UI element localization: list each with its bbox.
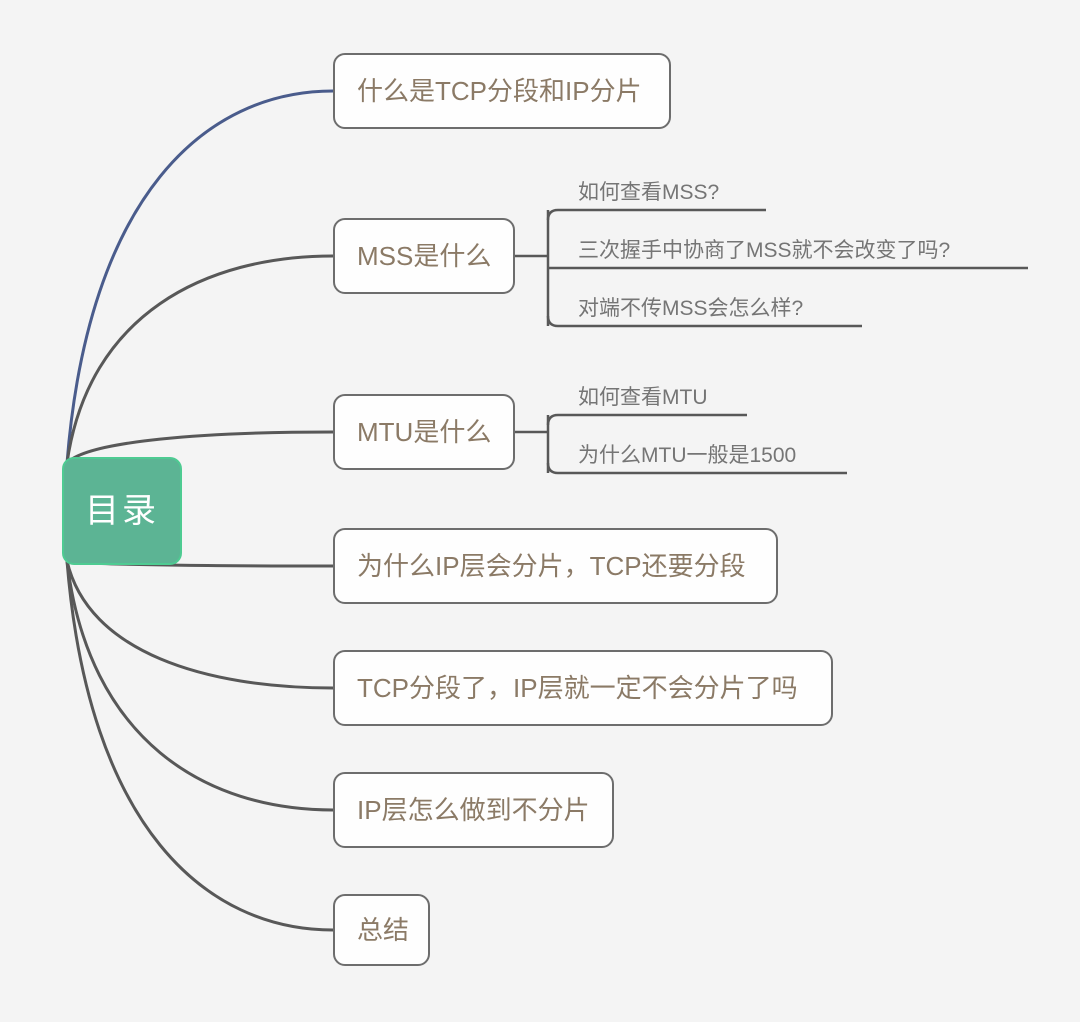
branch-node-label: 总结 <box>357 915 410 945</box>
root-node[interactable]: 目录 <box>62 457 182 565</box>
branch-node-summary[interactable]: 总结 <box>333 894 430 966</box>
sub-item-mss-handshake-change[interactable]: 三次握手中协商了MSS就不会改变了吗? <box>548 236 950 268</box>
branch-node-label: IP层怎么做到不分片 <box>357 795 590 825</box>
branch-node-label: MTU是什么 <box>357 417 492 447</box>
sub-item-label: 三次握手中协商了MSS就不会改变了吗? <box>578 239 951 262</box>
branch-node-why-ip-fragment[interactable]: 为什么IP层会分片，TCP还要分段 <box>333 528 778 604</box>
branch-node-label: 为什么IP层会分片，TCP还要分段 <box>357 551 746 581</box>
underline-mtu-how-to-view <box>546 413 747 426</box>
branch-node-mtu[interactable]: MTU是什么 <box>333 394 515 470</box>
branch-node-tcp-ip-fragment[interactable]: 什么是TCP分段和IP分片 <box>333 53 671 129</box>
sub-item-label: 如何查看MSS? <box>578 181 720 204</box>
branch-node-label: TCP分段了，IP层就一定不会分片了吗 <box>357 673 798 703</box>
edge-root-to-mss <box>65 254 335 465</box>
branch-node-tcp-segmented[interactable]: TCP分段了，IP层就一定不会分片了吗 <box>333 650 833 726</box>
underline-mss-how-to-view <box>546 208 766 221</box>
edge-root-to-tcp-segmented <box>65 559 335 690</box>
branch-node-mss[interactable]: MSS是什么 <box>333 218 515 294</box>
branch-node-label: MSS是什么 <box>357 241 492 271</box>
sub-item-label: 为什么MTU一般是1500 <box>578 444 797 467</box>
sub-item-mss-peer-no-mss[interactable]: 对端不传MSS会怎么样? <box>548 294 803 326</box>
sub-item-mss-how-to-view[interactable]: 如何查看MSS? <box>548 178 719 210</box>
sub-item-mtu-how-to-view[interactable]: 如何查看MTU <box>548 383 708 415</box>
branch-node-label: 什么是TCP分段和IP分片 <box>357 76 642 106</box>
branch-node-ip-no-fragment[interactable]: IP层怎么做到不分片 <box>333 772 614 848</box>
edge-root-to-tcp-ip-fragment <box>65 89 335 465</box>
root-node-label: 目录 <box>85 492 159 530</box>
sub-item-label: 如何查看MTU <box>578 386 708 409</box>
sub-item-label: 对端不传MSS会怎么样? <box>578 297 804 320</box>
sub-item-mtu-why-1500[interactable]: 为什么MTU一般是1500 <box>548 441 796 473</box>
edge-root-to-ip-no-fragment <box>65 559 335 812</box>
edge-root-to-summary <box>65 559 335 932</box>
